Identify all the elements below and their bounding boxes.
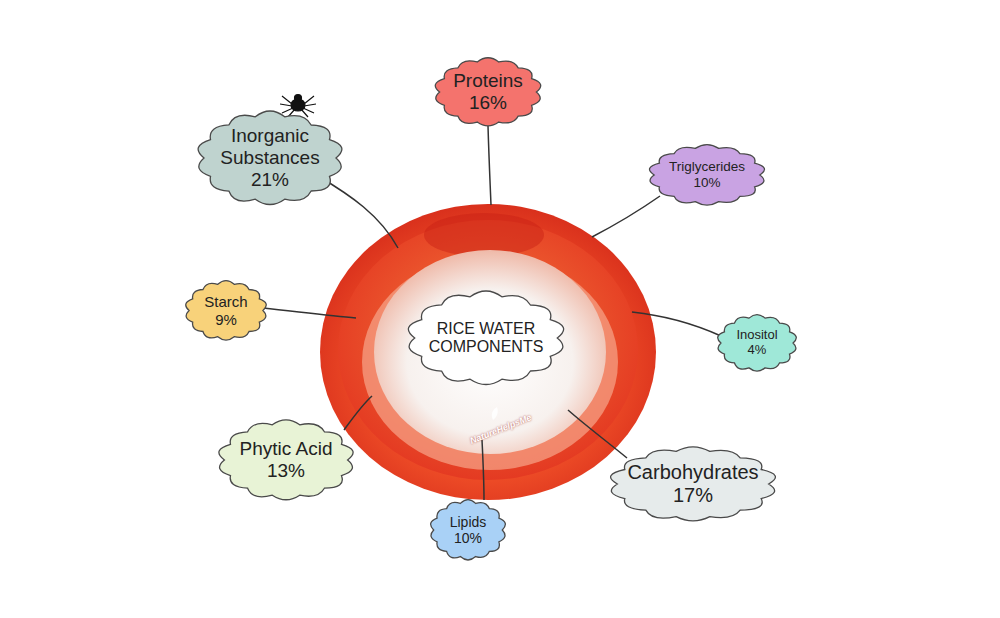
cloud-outline — [718, 315, 797, 371]
callout-content: Starch9% — [204, 293, 247, 328]
cloud-callout: Carbohydrates17% — [607, 446, 779, 522]
cloud-callout: Lipids10% — [429, 499, 507, 561]
leader-line — [488, 126, 491, 205]
cloud-callout: Triglycerides10% — [647, 144, 767, 206]
component-percent: 4% — [736, 343, 777, 358]
callout-content: Phytic Acid13% — [240, 438, 333, 482]
spider-icon — [280, 95, 316, 118]
callout-content: Carbohydrates17% — [627, 461, 758, 507]
leader-line — [482, 440, 484, 500]
cloud-outline — [219, 420, 353, 500]
component-name: Inorganic Substances — [215, 125, 325, 169]
component-name: Proteins — [453, 70, 523, 92]
callout-content: Inositol4% — [736, 328, 777, 358]
leader-line — [568, 410, 627, 458]
callout-content: Proteins16% — [453, 70, 523, 114]
component-name: Carbohydrates — [627, 461, 758, 484]
cloud-callout: RICE WATER COMPONENTS — [405, 290, 567, 386]
component-percent: 10% — [450, 530, 487, 546]
callout-content: RICE WATER COMPONENTS — [425, 320, 547, 357]
component-name: Starch — [204, 293, 247, 310]
cloud-callout: Inositol4% — [716, 314, 798, 372]
leader-line — [344, 396, 372, 430]
leaf-icon — [492, 407, 498, 420]
cloud-callout: Inorganic Substances21% — [195, 110, 345, 206]
component-name: Phytic Acid — [240, 438, 333, 460]
leader-line — [592, 196, 660, 237]
cloud-outline — [431, 500, 506, 560]
rice-water — [374, 250, 606, 454]
component-name: Triglycerides — [669, 159, 745, 175]
cloud-callout: Starch9% — [184, 280, 268, 341]
spider-head — [295, 95, 302, 102]
leader-line — [318, 176, 398, 248]
callout-content: Triglycerides10% — [669, 159, 745, 190]
component-percent: 21% — [215, 169, 325, 191]
callout-content: Lipids10% — [450, 514, 487, 546]
cloud-callout: Phytic Acid13% — [216, 419, 356, 501]
component-name: RICE WATER COMPONENTS — [425, 320, 547, 357]
cloud-outline — [611, 447, 776, 521]
leaf-icon — [492, 407, 498, 420]
bowl-inside — [338, 220, 638, 480]
component-percent: 9% — [204, 311, 247, 328]
callout-content: Inorganic Substances21% — [215, 125, 325, 191]
cloud-callout: Proteins16% — [433, 57, 543, 127]
leader-line — [263, 308, 356, 318]
cloud-outline — [435, 58, 540, 126]
component-name: Lipids — [450, 514, 487, 530]
component-percent: 10% — [669, 175, 745, 191]
component-name: Inositol — [736, 328, 777, 343]
component-percent: 16% — [453, 92, 523, 114]
cloud-outline — [408, 291, 563, 385]
cloud-outline — [649, 145, 764, 205]
component-percent: 17% — [627, 484, 758, 507]
cloud-outline — [198, 111, 342, 205]
leader-line — [632, 312, 721, 336]
bowl-rim — [320, 204, 656, 500]
cloud-outline — [186, 281, 267, 340]
component-percent: 13% — [240, 460, 333, 482]
